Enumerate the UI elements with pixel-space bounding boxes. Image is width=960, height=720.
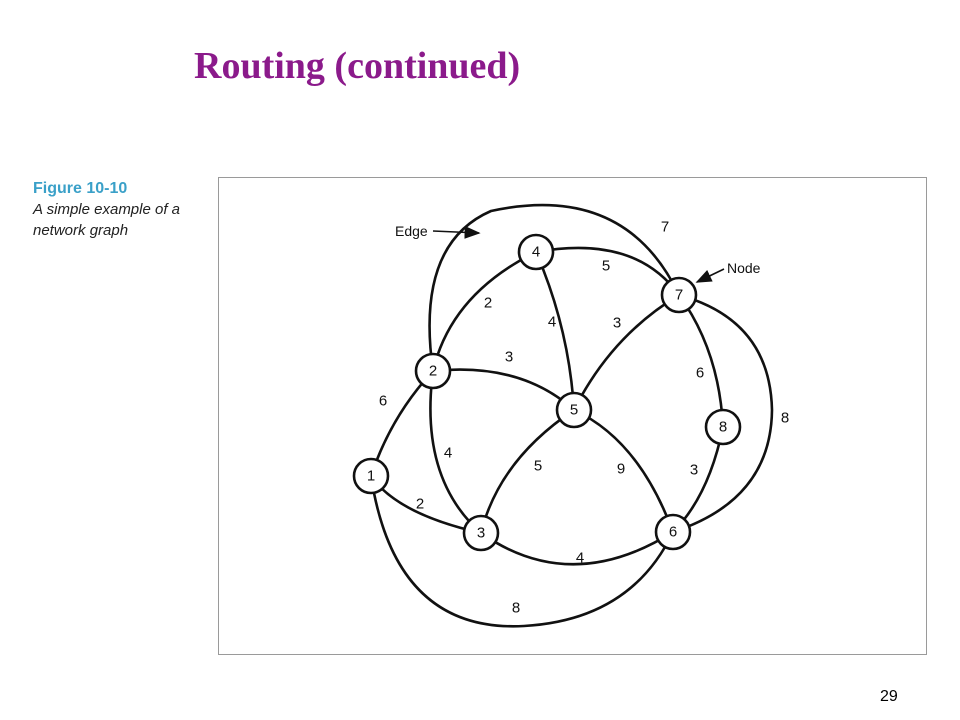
node-circle (462, 514, 500, 552)
network-graph: 6 2 8 2 3 4 7 5 4 3 5 9 4 6 3 8 1 2 3 4 5 6 7 8 Edge Node (352, 203, 789, 628)
node-circle (414, 352, 452, 390)
edge-annotation-label: Edge (395, 223, 428, 239)
edge-2-4 (431, 250, 537, 372)
edge-2-5 (432, 368, 575, 411)
node-1: 1 (352, 457, 390, 495)
edge-weight-2-7: 7 (661, 219, 669, 236)
edge-weight-7-8: 6 (696, 365, 704, 382)
node-label: 8 (719, 419, 727, 436)
edge-7-6 (672, 293, 774, 534)
node-label: 5 (570, 402, 578, 419)
node-6: 6 (654, 513, 692, 551)
edge-4-5 (534, 251, 576, 411)
edge-2-7 (428, 203, 681, 372)
node-circle (352, 457, 390, 495)
page-number: 29 (880, 688, 898, 705)
node-label: 4 (532, 244, 540, 261)
edge-weight-7-6: 8 (781, 410, 789, 427)
edge-2-3 (429, 370, 482, 534)
edge-weight-8-6: 3 (690, 462, 698, 479)
edge-1-6 (369, 475, 675, 628)
node-circle (555, 391, 593, 429)
node-circle (704, 408, 742, 446)
node-circle (660, 276, 698, 314)
edge-weight-5-7: 3 (613, 315, 621, 332)
node-3: 3 (462, 514, 500, 552)
edge-weight-4-5: 4 (548, 314, 556, 331)
edge-weight-4-7: 5 (602, 258, 610, 275)
edge-weight-1-2: 6 (379, 393, 387, 410)
edge-weight-5-6: 9 (617, 461, 625, 478)
node-annotation-label: Node (727, 260, 761, 276)
node-label: 1 (367, 468, 375, 485)
node-circle (517, 233, 555, 271)
figure-number: Figure 10-10 (33, 180, 128, 197)
edge-5-3 (479, 408, 575, 534)
edge-weight-1-3: 2 (416, 496, 424, 513)
edge-annotation-arrow (432, 225, 481, 239)
edge-7-8 (677, 294, 725, 428)
node-7: 7 (660, 276, 698, 314)
figure-caption: Figure 10-10 A simple example of a netwo… (33, 178, 213, 241)
node-label: 3 (477, 525, 485, 542)
edge-weight-5-3: 5 (534, 458, 542, 475)
edge-weight-2-5: 3 (505, 349, 513, 366)
figure-description: A simple example of a network graph (33, 201, 181, 239)
edge-5-7 (572, 293, 680, 411)
node-annotation-arrow (695, 268, 725, 283)
annotations-layer: Edge Node (395, 223, 761, 283)
node-circle (654, 513, 692, 551)
edge-weight-1-6: 8 (512, 600, 520, 617)
edge-1-3 (369, 475, 482, 535)
edge-3-6 (480, 530, 674, 566)
node-label: 2 (429, 363, 437, 380)
node-8: 8 (704, 408, 742, 446)
edge-weight-2-3: 4 (444, 445, 452, 462)
node-2: 2 (414, 352, 452, 390)
node-label: 7 (675, 287, 683, 304)
slide-title: Routing (continued) (194, 45, 521, 87)
node-5: 5 (555, 391, 593, 429)
node-label: 6 (669, 524, 677, 541)
network-graph-figure: 6 2 8 2 3 4 7 5 4 3 5 9 4 6 3 8 1 2 3 4 5 6 7 8 Edge Node (218, 177, 927, 655)
nodes-layer: 1 2 3 4 5 6 7 8 (352, 233, 742, 552)
node-4: 4 (517, 233, 555, 271)
edge-weight-2-4: 2 (484, 295, 492, 312)
edge-weight-3-6: 4 (576, 550, 584, 567)
